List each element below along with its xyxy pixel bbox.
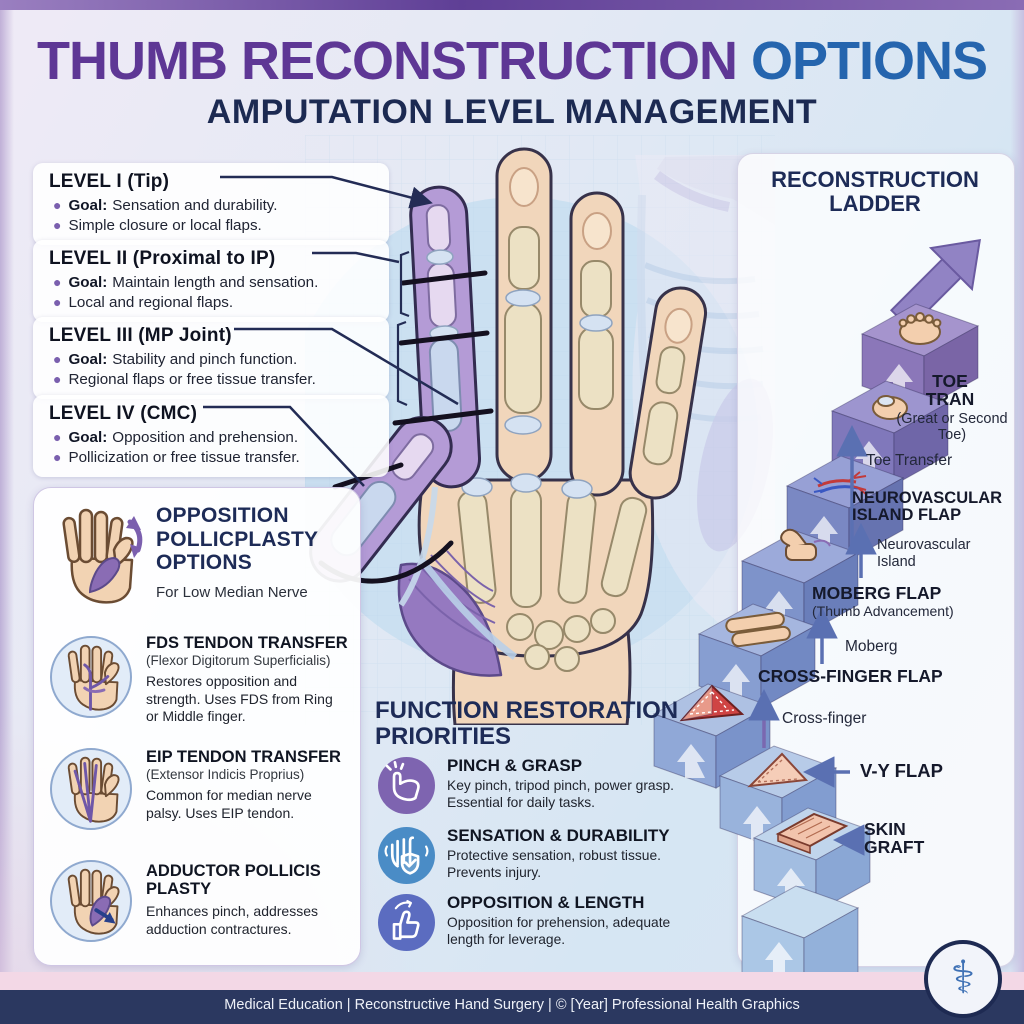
opposition-subheading: For Low Median Nerve [156,584,308,601]
priority-sensation-desc: Protective sensation, robust tissue. Pre… [447,848,661,880]
priority-pinch-title: PINCH & GRASP [447,756,583,775]
level-1-goal: ●Goal:Sensation and durability. [53,197,278,214]
fds-desc: Restores opposition and strength. Uses F… [146,673,333,725]
footer-text: Medical Education | Reconstructive Hand … [224,997,800,1013]
level-1-line [400,270,488,286]
priority-opposition-desc: Opposition for prehension, adequate leng… [447,915,671,947]
rung-toe-subtitle: (Great or Second Toe) [896,411,1008,443]
adductor-title: ADDUCTOR POLLICIS PLASTY [146,862,321,899]
metacarpal-bones [457,486,648,672]
rung-cross-annotation: Cross-finger [782,710,867,727]
level-2-title: LEVEL II (Proximal to IP) [49,248,276,269]
eip-subtitle: (Extensor Indicis Proprius) [146,767,305,783]
bullet-dot: ● [53,274,62,290]
priority-opposition: OPPOSITION & LENGTH Opposition for prehe… [447,893,697,949]
level-1-title: LEVEL I (Tip) [49,171,170,192]
level-4-card: LEVEL IV (CMC) ●Goal:Opposition and preh… [33,395,389,477]
bullet-dot: ● [53,293,62,310]
adductor-item: ADDUCTOR POLLICIS PLASTY Enhances pinch,… [146,862,348,938]
level-4-goal: ●Goal:Opposition and prehension. [53,429,299,446]
bullet-dot: ● [53,197,62,213]
thumbs-up-icon [378,894,435,951]
priority-pinch: PINCH & GRASP Key pinch, tripod pinch, p… [447,756,697,812]
pinky-finger [628,286,708,500]
level-1-card: LEVEL I (Tip) ●Goal:Sensation and durabi… [33,163,389,245]
rung-toe-annotation: Toe Transfer [866,452,953,469]
reconstruction-staircase [652,239,981,972]
priority-sensation-title: SENSATION & DURABILITY [447,826,670,845]
level-3-goal: ●Goal:Stability and pinch function. [53,351,298,368]
caduceus-icon: ⚕ [924,940,1002,1018]
level-4-option: ●Pollicization or free tissue transfer. [53,448,300,466]
rung-moberg-subtitle: (Thumb Advancement) [812,603,954,619]
pinch-hand-icon [378,757,435,814]
bullet-dot: ● [53,370,62,387]
tendon [418,556,518,660]
rung-moberg-title: MOBERG FLAP [812,583,942,603]
footer-bar [0,990,1024,1024]
skin-graft-patch-icon [775,812,849,855]
bullet-dot: ● [53,216,62,233]
title-primary: THUMB RECONSTRUCTION [37,31,738,91]
footer-pink-strip [0,972,1024,990]
rung-vy-title: V-Y FLAP [860,760,943,781]
rung-toe-title: TOE TRAN [925,371,975,410]
eip-transfer-hand-icon [50,748,132,830]
ladder-heading: RECONSTRUCTION LADDER [771,167,979,217]
foot-icon [898,312,942,345]
level-2-card: LEVEL II (Proximal to IP) ●Goal:Maintain… [33,240,389,322]
level-1-option: ●Simple closure or local flaps. [53,216,262,234]
priority-pinch-desc: Key pinch, tripod pinch, power grasp. Es… [447,778,675,810]
vy-triangle-icon [747,752,809,788]
rung-moberg-annotation: Moberg [845,638,898,655]
adductor-hand-icon [50,860,132,942]
level-4-title: LEVEL IV (CMC) [49,403,198,424]
level-3-card: LEVEL III (MP Joint) ●Goal:Stability and… [33,317,389,399]
level-2-option: ●Local and regional flaps. [53,293,234,311]
eip-desc: Common for median nerve palsy. Uses EIP … [146,787,312,821]
fds-title: FDS TENDON TRANSFER [146,634,348,652]
fds-item: FDS TENDON TRANSFER (Flexor Digitorum Su… [146,634,348,726]
rung-neuro-title: NEUROVASCULAR ISLAND FLAP [852,489,1003,525]
title-accent: OPTIONS [736,31,988,91]
thenar-muscle-icon [88,556,121,594]
hand-shield-icon [378,827,435,884]
priorities-heading: FUNCTION RESTORATION PRIORITIES [375,697,679,750]
rung-neuro-annotation: Neurovascular Island [877,537,971,570]
rung-cross-title: CROSS-FINGER FLAP [758,666,943,686]
step-cross-finger-flap [652,683,772,789]
level-3-title: LEVEL III (MP Joint) [49,325,232,346]
opposition-pollicplasty-panel: OPPOSITION POLLICPLASTY OPTIONS For Low … [33,487,361,966]
two-fingers-icon [725,611,791,648]
priority-opposition-title: OPPOSITION & LENGTH [447,893,645,912]
page-subtitle: AMPUTATION LEVEL MANAGEMENT [206,93,818,131]
step-base [740,885,860,972]
thumbs-up-step-icon [780,528,831,561]
opposition-hand-icon [62,508,143,604]
level-2-goal: ●Goal:Maintain length and sensation. [53,274,319,291]
page-title: THUMB RECONSTRUCTION OPTIONS [0,30,1024,92]
bullet-dot: ● [53,429,62,445]
level-3-line [392,408,494,426]
red-flap-triangle-icon [679,684,745,722]
eip-title: EIP TENDON TRANSFER [146,748,341,766]
caduceus-glyph: ⚕ [950,951,976,1003]
adductor-desc: Enhances pinch, addresses adduction cont… [146,903,318,937]
opposition-heading: OPPOSITION POLLICPLASTY OPTIONS [156,504,318,575]
fds-subtitle: (Flexor Digitorum Superficialis) [146,653,331,669]
muscle-striations [408,550,496,644]
priority-sensation: SENSATION & DURABILITY Protective sensat… [447,826,697,882]
level-3-option: ●Regional flaps or free tissue transfer. [53,370,316,388]
top-accent-bar [0,0,1024,10]
rung-skin-title: SKIN GRAFT [864,819,925,858]
eip-item: EIP TENDON TRANSFER (Extensor Indicis Pr… [146,748,348,822]
bullet-dot: ● [53,448,62,465]
fds-transfer-hand-icon [50,636,132,718]
toe-icon [872,395,908,420]
thumb-tendon [398,486,438,607]
bullet-dot: ● [53,351,62,367]
